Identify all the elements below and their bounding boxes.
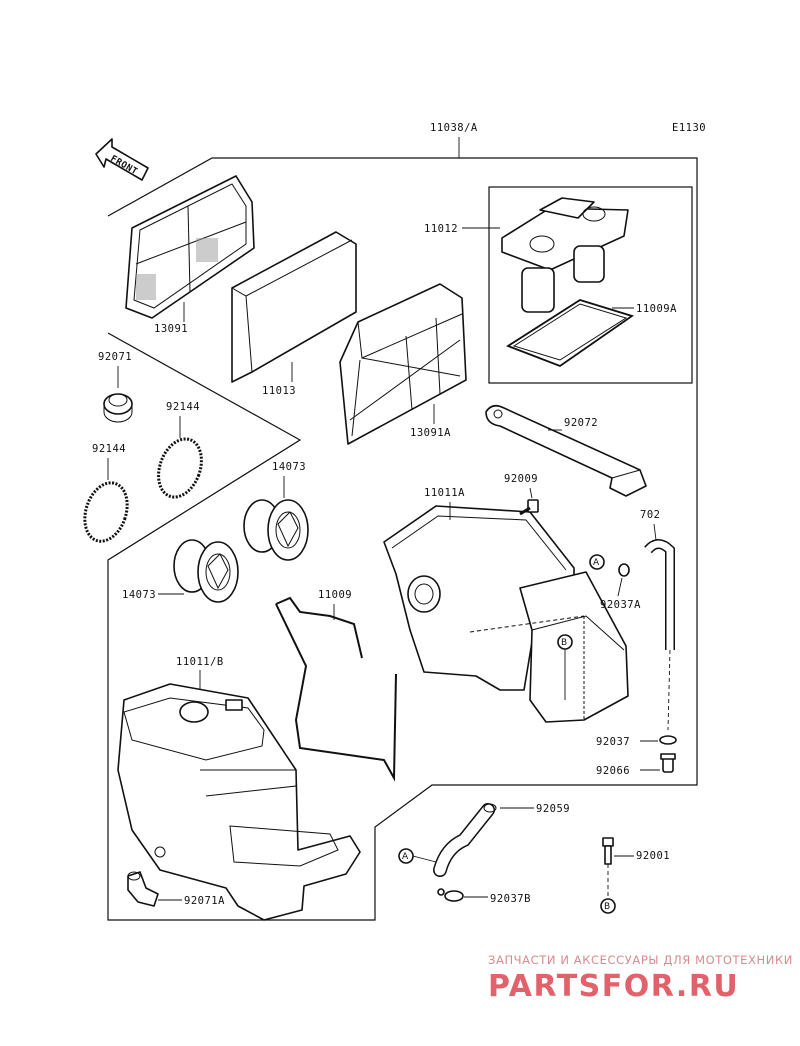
spring-ring-upper-part[interactable]	[151, 433, 209, 503]
label-grommet[interactable]: 92071	[98, 351, 132, 363]
cap-part[interactable]	[501, 197, 629, 313]
lower-case-part[interactable]	[117, 683, 361, 921]
ref-b-lower-marker: B	[600, 898, 616, 914]
svg-text:B: B	[561, 638, 567, 648]
plug-part[interactable]	[660, 753, 676, 773]
grommet-part[interactable]	[103, 393, 133, 423]
label-lower-case[interactable]: 11011/B	[176, 656, 224, 668]
clamp-part[interactable]	[659, 735, 677, 745]
label-stay[interactable]: 92072	[564, 417, 598, 429]
label-elbow-grommet[interactable]: 92071A	[184, 895, 225, 907]
case-seal-part[interactable]	[275, 596, 397, 782]
front-arrow-icon: FRONT	[95, 138, 149, 181]
duct-upper-part[interactable]	[243, 499, 309, 561]
label-clamp-a[interactable]: 92037A	[600, 599, 641, 611]
label-filter-cover[interactable]: 13091	[154, 323, 188, 335]
element-frame-part[interactable]	[339, 283, 467, 445]
watermark-brand: PARTSFOR.RU	[488, 969, 739, 1004]
ref-b-marker: B	[557, 634, 573, 650]
label-bolt[interactable]: 92001	[636, 850, 670, 862]
label-case-seal[interactable]: 11009	[318, 589, 352, 601]
label-drain-hose[interactable]: 702	[640, 509, 660, 521]
label-clamp-b[interactable]: 92037B	[490, 893, 531, 905]
assembly-label[interactable]: 11038/A	[430, 122, 478, 134]
upper-case-part[interactable]	[383, 505, 629, 723]
cap-inset-box	[488, 186, 693, 384]
stay-part[interactable]	[485, 404, 647, 497]
case-bolt-part[interactable]	[519, 499, 539, 516]
label-duct-lower[interactable]: 14073	[122, 589, 156, 601]
label-upper-case[interactable]: 11011A	[424, 487, 465, 499]
clamp-b-part[interactable]	[437, 888, 464, 902]
diagram-code: E1130	[672, 122, 706, 134]
label-cap[interactable]: 11012	[424, 223, 458, 235]
clamp-a-part[interactable]	[618, 563, 630, 577]
svg-text:B: B	[604, 902, 610, 912]
bolt-part[interactable]	[602, 837, 614, 898]
hose-part[interactable]	[433, 803, 497, 877]
label-element-frame[interactable]: 13091A	[410, 427, 451, 439]
air-element-part[interactable]	[231, 231, 357, 383]
label-element[interactable]: 11013	[262, 385, 296, 397]
duct-lower-part[interactable]	[173, 539, 239, 603]
ref-a-marker: A	[589, 554, 605, 570]
ref-a-lower-marker: A	[398, 848, 414, 864]
label-hose[interactable]: 92059	[536, 803, 570, 815]
svg-text:A: A	[402, 852, 409, 862]
assembly-outline	[107, 157, 698, 921]
label-cap-gasket[interactable]: 11009A	[636, 303, 677, 315]
label-clamp[interactable]: 92037	[596, 736, 630, 748]
label-duct-upper[interactable]: 14073	[272, 461, 306, 473]
filter-cover-part[interactable]	[125, 175, 255, 319]
label-spring-ring-upper[interactable]: 92144	[166, 401, 200, 413]
label-plug[interactable]: 92066	[596, 765, 630, 777]
label-spring-ring-lower[interactable]: 92144	[92, 443, 126, 455]
label-case-bolt[interactable]: 92009	[504, 473, 538, 485]
watermark-tagline: ЗАПЧАСТИ И АКСЕССУАРЫ ДЛЯ МОТОТЕХНИКИ	[488, 953, 793, 967]
cap-gasket-part[interactable]	[506, 299, 635, 368]
svg-text:A: A	[593, 558, 600, 568]
elbow-grommet-part[interactable]	[127, 871, 159, 907]
spring-ring-lower-part[interactable]	[78, 477, 135, 546]
drain-hose-part[interactable]	[644, 539, 675, 731]
